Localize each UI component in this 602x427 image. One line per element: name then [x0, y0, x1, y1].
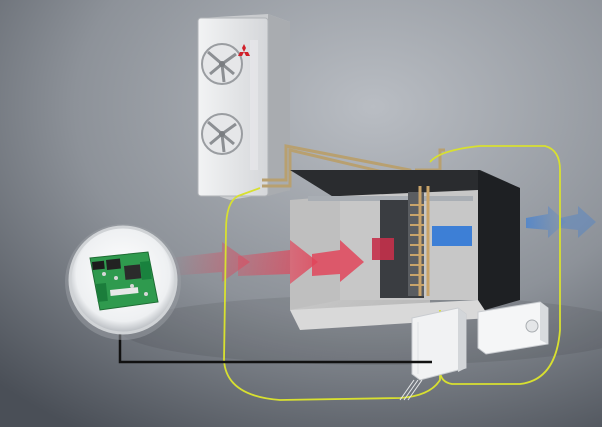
three-diamond-logo: [238, 44, 250, 56]
outdoor-condenser-unit: [197, 14, 290, 200]
remote-controller: [477, 301, 549, 355]
dial-icon: [525, 319, 539, 333]
control-pcb-board: [89, 251, 159, 311]
outlet-airflow-arrows: [432, 206, 596, 246]
inlet-airflow-arrows: [170, 238, 394, 284]
heat-exchanger-coil: [380, 186, 430, 298]
wiring-outline: [223, 145, 561, 401]
fan-icon: [201, 43, 243, 85]
fan-icon: [201, 113, 243, 155]
heated-air-block: [372, 238, 394, 260]
